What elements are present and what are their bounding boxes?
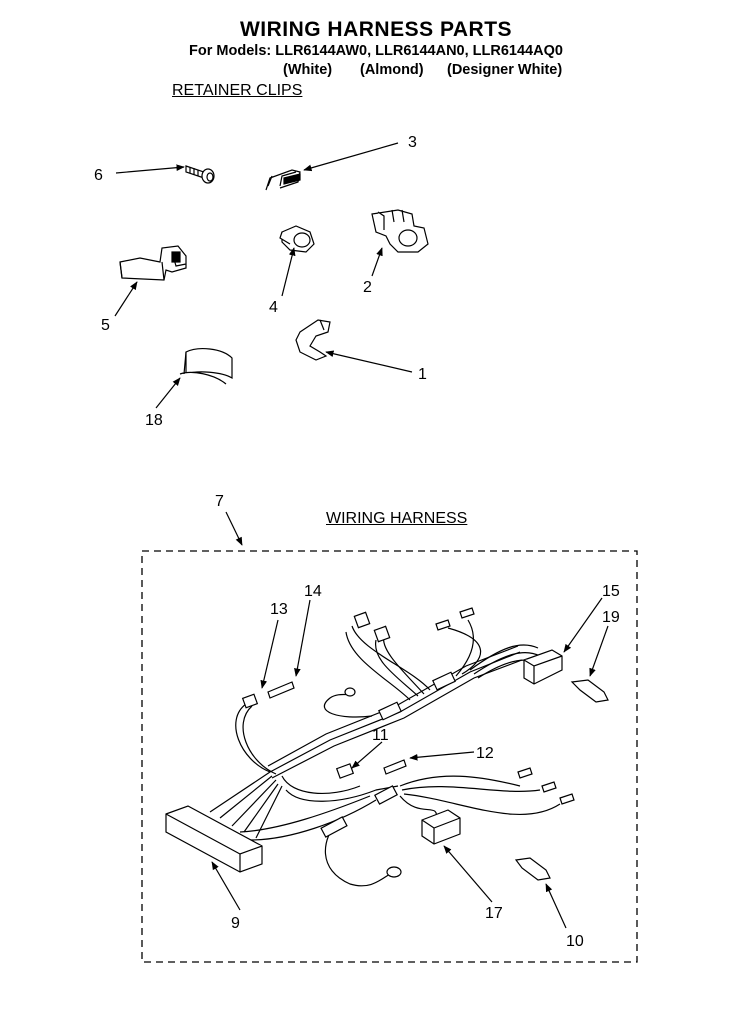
retainer-clips-heading: RETAINER CLIPS (172, 82, 303, 99)
callout-18: 18 (145, 412, 163, 429)
color-white: (White) (283, 62, 333, 78)
part-1-clip (295, 319, 331, 361)
callout-6: 6 (94, 167, 103, 184)
part-18-clip (179, 348, 233, 385)
callout-9: 9 (231, 915, 240, 932)
wiring-harness-heading: WIRING HARNESS (326, 510, 468, 527)
callout-5: 5 (101, 317, 110, 334)
callout-7: 7 (215, 493, 224, 510)
part-6-screw (185, 165, 215, 184)
callout-3: 3 (408, 134, 417, 151)
callout-1: 1 (418, 366, 427, 383)
harness-leader-lines (211, 597, 609, 929)
wiring-harness (209, 619, 561, 887)
harness-box (141, 550, 638, 963)
models-line: For Models: LLR6144AW0, LLR6144AN0, LLR6… (189, 43, 563, 59)
callout-17: 17 (485, 905, 503, 922)
callout-14: 14 (304, 583, 322, 600)
part-5-clip (119, 245, 187, 281)
harness-connectors (165, 607, 609, 881)
callout-12: 12 (476, 745, 494, 762)
callout-10: 10 (566, 933, 584, 950)
callout-19: 19 (602, 609, 620, 626)
callout-2: 2 (363, 279, 372, 296)
callout-11: 11 (372, 727, 389, 744)
callout-15: 15 (602, 583, 620, 600)
part-4-ring-clip (279, 225, 315, 253)
retainer-leader-lines (114, 142, 413, 409)
color-almond: (Almond) (360, 62, 424, 78)
part-2-clip (371, 209, 429, 253)
page-title: WIRING HARNESS PARTS (239, 18, 513, 41)
callout-4: 4 (269, 299, 278, 316)
color-designer-white: (Designer White) (447, 62, 563, 78)
part-3-clip (265, 169, 301, 191)
callout-13: 13 (270, 601, 288, 618)
